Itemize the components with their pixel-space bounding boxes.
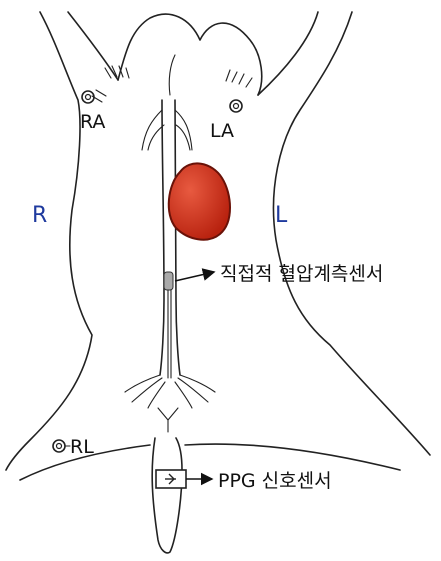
right-hindlimb-outline <box>185 444 400 470</box>
left-forelimb-outline <box>6 12 92 470</box>
vessel-branch <box>132 378 162 402</box>
y-junction <box>158 408 178 420</box>
heart <box>169 163 230 239</box>
catheter-sensor-tip <box>164 272 173 290</box>
electrode-ra-ring <box>82 91 94 103</box>
electrode-ra <box>82 91 94 103</box>
left-forelimb-inner <box>68 12 118 80</box>
vessel-tree <box>125 55 215 432</box>
electrode-rl-dot <box>57 444 62 449</box>
label-bp-sensor: 직접적 혈압계측센서 <box>220 263 383 285</box>
electrode-la-ring <box>230 100 242 112</box>
electrode-ra-dot <box>86 95 91 100</box>
electrode-rl <box>53 440 70 452</box>
tail-outline <box>152 438 182 553</box>
label-ra: RA <box>80 111 105 133</box>
bp-sensor-arrow <box>175 272 214 281</box>
label-side-left: L <box>275 203 288 228</box>
label-ppg-sensor: PPG 신호센서 <box>218 470 332 492</box>
right-forelimb-inner <box>258 12 318 95</box>
aorta-right-wall <box>175 100 180 375</box>
label-la: LA <box>210 120 234 142</box>
aorta-left-wall <box>160 100 164 375</box>
label-side-right: R <box>32 203 47 228</box>
right-forelimb-outline <box>273 12 430 455</box>
vessel-branch <box>175 110 192 150</box>
electrode-rl-ring <box>53 440 65 452</box>
fur-marks <box>92 66 252 102</box>
label-rl: RL <box>70 436 94 458</box>
ppg-sensor-box <box>156 470 186 488</box>
vessel-branch <box>178 378 208 402</box>
catheter <box>164 272 173 378</box>
electrode-la <box>230 100 242 112</box>
electrode-la-dot <box>234 104 239 109</box>
vessel-branch <box>169 55 175 95</box>
